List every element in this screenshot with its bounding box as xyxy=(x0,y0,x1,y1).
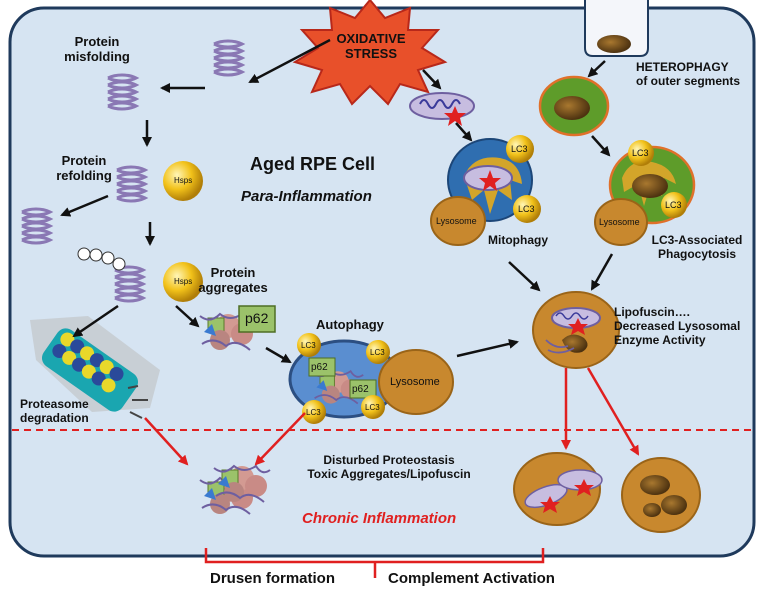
hsps-label-1: Hsps xyxy=(174,176,193,185)
lysosome-mitophagy xyxy=(430,196,486,246)
oxidative-stress-label: OXIDATIVE STRESS xyxy=(336,31,406,61)
hsps-sphere-1 xyxy=(163,161,203,201)
lc3-label-a1: LC3 xyxy=(301,341,316,350)
ubiquitin-chain-icon xyxy=(77,247,126,271)
pathway-arrows xyxy=(60,38,614,364)
drusen-formation-label: Drusen formation xyxy=(210,570,336,587)
p62-box-3 xyxy=(349,379,377,399)
lc3-label-a4: LC3 xyxy=(365,403,380,412)
lysosome-lap xyxy=(594,198,648,246)
proteasome-label: Proteasome degradation xyxy=(20,397,89,425)
lc3-sphere-a3 xyxy=(302,400,326,424)
chronic-inflammation-label: Chronic Inflammation xyxy=(302,510,457,527)
damaged-mitochondrion-icon xyxy=(409,92,475,126)
lc3-sphere-l2 xyxy=(661,192,687,218)
outer-segment-icon xyxy=(597,35,631,53)
cell-title: Aged RPE Cell xyxy=(250,154,376,174)
hsps-sphere-2 xyxy=(163,262,203,302)
lc3-sphere-m2 xyxy=(513,195,541,223)
lc3-label-m2: LC3 xyxy=(518,204,535,214)
lc3-sphere-a4 xyxy=(361,395,385,419)
rpe-cell xyxy=(8,6,756,558)
lc3-label-l2: LC3 xyxy=(665,200,682,210)
complement-activation-label: Complement Activation xyxy=(388,570,555,587)
lc3-sphere-m1 xyxy=(506,135,534,163)
proteasome-icon xyxy=(30,316,160,419)
lc3-sphere-a1 xyxy=(297,333,321,357)
lc3-sphere-a2 xyxy=(366,340,390,364)
p62-label: p62 xyxy=(245,310,269,326)
lysosome-autophagy xyxy=(378,349,454,415)
lc3-label-a3: LC3 xyxy=(306,408,321,417)
mitophagy-label: Mitophagy xyxy=(488,233,548,247)
lipofuscin-label: Lipofuscin…. Decreased Lysosomal Enzyme … xyxy=(614,305,741,347)
hsps-label-2: Hsps xyxy=(174,277,193,286)
oxidative-stress-burst xyxy=(292,0,448,106)
lc3-sphere-l1 xyxy=(628,140,654,166)
lc3-label-a2: LC3 xyxy=(370,348,385,357)
lysosome-damaged-mito xyxy=(513,452,603,526)
lysosome-lipofuscin xyxy=(621,457,701,533)
p62-box-2 xyxy=(308,357,336,377)
phagosome-cargo-icon xyxy=(554,96,590,120)
lysosome-autophagy-label: Lysosome xyxy=(390,376,440,388)
lipofuscin-lysosome xyxy=(532,291,620,369)
p62-label-2: p62 xyxy=(311,362,328,373)
lc3-label-l1: LC3 xyxy=(632,148,649,158)
autophagy-label: Autophagy xyxy=(316,317,384,332)
heterophagy-label: HETEROPHAGY of outer segments xyxy=(636,60,741,88)
protein-aggregates-label: Protein aggregates xyxy=(198,265,268,295)
lysosome-lap-label: Lysosome xyxy=(599,217,640,227)
protein-misfolding-label: Protein misfolding xyxy=(64,34,130,64)
p62-box xyxy=(238,305,276,333)
lc3-label-m1: LC3 xyxy=(511,144,528,154)
inflammation-arrows xyxy=(144,367,640,466)
lap-label: LC3-Associated Phagocytosis xyxy=(651,233,743,261)
cell-subtitle: Para-Inflammation xyxy=(241,188,372,205)
disturbed-proteostasis-label: Disturbed Proteostasis Toxic Aggregates/… xyxy=(307,453,471,481)
outcome-bracket xyxy=(204,548,545,578)
protein-refolding-label: Protein refolding xyxy=(56,153,112,183)
lysosome-mitophagy-label: Lysosome xyxy=(436,216,477,226)
p62-label-3: p62 xyxy=(352,384,369,395)
